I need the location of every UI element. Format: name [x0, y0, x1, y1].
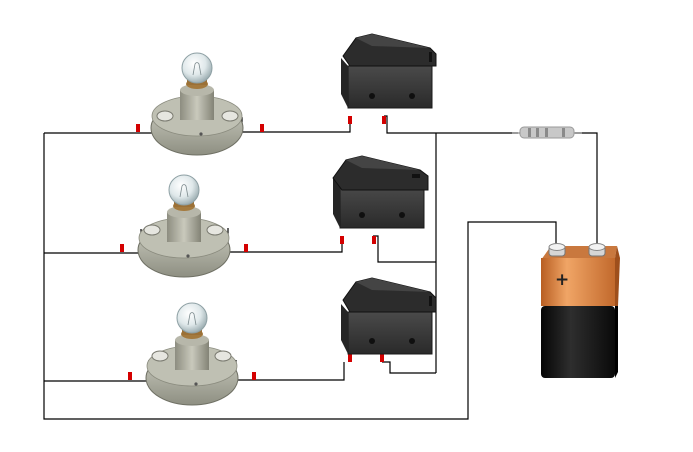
- wire-bus-to-bulb-2: [44, 229, 142, 254]
- wire-resistor-to-battery: [575, 132, 598, 244]
- switch-body-side: [341, 304, 348, 354]
- switch-indicator: [412, 174, 420, 178]
- switch-body-side: [341, 58, 348, 108]
- connector-tab: [340, 236, 344, 244]
- switch-body: [347, 65, 433, 109]
- terminal-screw: [206, 224, 224, 236]
- resistor-icon[interactable]: [512, 126, 582, 139]
- terminal-screw: [221, 110, 239, 122]
- terminal-screw: [156, 110, 174, 122]
- connector-tab: [372, 236, 376, 244]
- switch-body: [339, 185, 425, 229]
- switch-pin: [369, 338, 375, 344]
- light-bulb-icon[interactable]: [137, 174, 231, 278]
- battery-bottom-section: [541, 306, 615, 378]
- battery-plus-label: +: [555, 270, 569, 290]
- connector-tab: [380, 354, 384, 362]
- filament: [187, 312, 197, 326]
- switch-pin: [369, 93, 375, 99]
- resistor-band: [545, 128, 548, 137]
- mount-hole: [186, 254, 190, 258]
- rocker-switch-icon[interactable]: [332, 155, 429, 229]
- switch-rocker-face: [356, 34, 430, 48]
- wire-switch-2-out: [373, 235, 436, 263]
- light-bulb-icon[interactable]: [145, 302, 239, 406]
- terminal-screw: [143, 224, 161, 236]
- connector-tab: [120, 244, 124, 252]
- connector-tab: [348, 116, 352, 124]
- connectors: [120, 116, 386, 380]
- filament: [179, 184, 189, 198]
- battery-terminal-negative-top: [548, 243, 566, 251]
- mount-hole: [199, 132, 203, 136]
- battery-terminal-positive-top: [588, 243, 606, 251]
- wire-switch-3-out: [382, 361, 436, 374]
- battery-side-top: [615, 246, 620, 306]
- connector-tab: [382, 116, 386, 124]
- resistor-band: [562, 128, 565, 137]
- glass-bulb: [168, 174, 200, 206]
- switch-pin: [399, 212, 405, 218]
- switch-indicator: [429, 52, 432, 62]
- wire-bulb-1-to-switch-1: [241, 117, 351, 133]
- rocker-switch-icon[interactable]: [341, 277, 437, 355]
- battery-9v-icon[interactable]: +: [541, 243, 620, 379]
- wires: [43, 115, 598, 420]
- switch-rocker-face: [356, 278, 430, 292]
- connector-tab: [260, 124, 264, 132]
- switch-pin: [359, 212, 365, 218]
- terminal-screw: [151, 350, 169, 362]
- switch-pin: [409, 93, 415, 99]
- filament: [192, 62, 202, 76]
- switch-indicator: [429, 296, 432, 306]
- switch-rocker-face: [346, 156, 420, 170]
- resistor-band: [528, 128, 531, 137]
- left-bus-wire: [43, 133, 557, 420]
- switch-pin: [409, 338, 415, 344]
- connector-tab: [348, 354, 352, 362]
- battery-side-bottom: [615, 306, 618, 378]
- connector-tab: [128, 372, 132, 380]
- battery-top-section: [541, 258, 615, 306]
- connector-tab: [136, 124, 140, 132]
- glass-bulb: [181, 52, 213, 84]
- wire-bus-to-bulb-3: [44, 360, 150, 382]
- switch-body-side: [333, 178, 340, 228]
- resistor-band: [536, 128, 539, 137]
- connector-tab: [244, 244, 248, 252]
- switch-body: [347, 311, 433, 355]
- mount-hole: [194, 382, 198, 386]
- light-bulb-icon[interactable]: [150, 52, 244, 156]
- wire-switch-1-out: [384, 115, 436, 134]
- rocker-switch-icon[interactable]: [341, 33, 437, 109]
- glass-bulb: [176, 302, 208, 334]
- terminal-screw: [214, 350, 232, 362]
- connector-tab: [252, 372, 256, 380]
